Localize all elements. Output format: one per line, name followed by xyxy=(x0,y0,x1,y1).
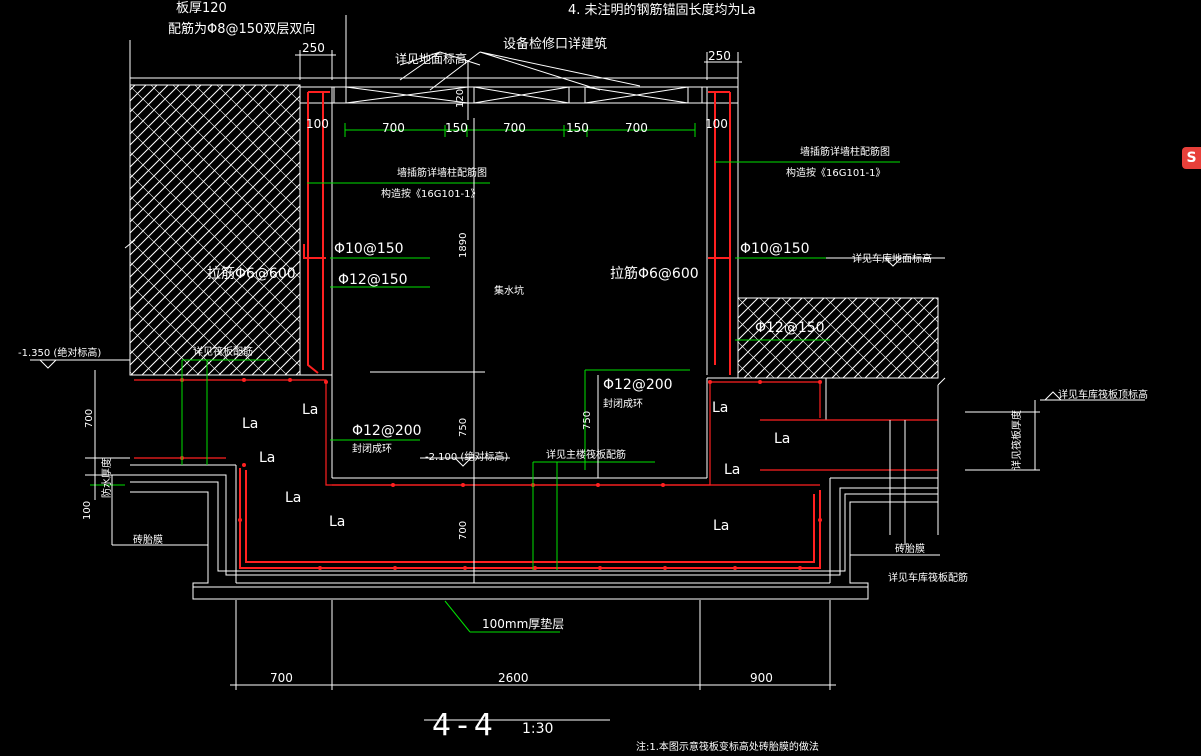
la-5: La xyxy=(329,514,345,530)
walls xyxy=(130,78,938,379)
la-7: La xyxy=(774,431,790,447)
see-main-raft: 详见主楼筏板配筋 xyxy=(546,448,626,461)
closed-hoop-left: 封闭成环 xyxy=(352,442,392,455)
bar-12-right: Φ12@150 xyxy=(755,320,825,336)
detail-16g-right: 构造按《16G101-1》 xyxy=(786,166,886,179)
dim-250-right: 250 xyxy=(708,49,731,63)
see-garage-raft-top: 详见车库筏板顶标高 xyxy=(1058,388,1148,401)
bar-12-200-right: Φ12@200 xyxy=(603,377,673,393)
slab-thk-rotated: 详见筏板厚度 xyxy=(1010,410,1023,470)
top-slab xyxy=(130,77,738,104)
bottom-note: 注:1.本图示意筏板变标高处砖胎膜的做法 xyxy=(636,740,819,753)
la-9: La xyxy=(713,518,729,534)
access-hatch-label: 设备检修口详建筑 xyxy=(503,36,607,52)
dim-250-left: 250 xyxy=(302,41,325,55)
slab-thick-label: 板厚120 xyxy=(176,1,227,16)
la-2: La xyxy=(259,450,275,466)
bar-10-right: Φ10@150 xyxy=(740,241,810,257)
la-8: La xyxy=(724,462,740,478)
dimension-lines xyxy=(30,15,1145,721)
soil-left xyxy=(129,84,301,376)
dim-700-vert2: 700 xyxy=(458,521,469,540)
see-garage-raft-rebar: 详见车库筏板配筋 xyxy=(888,571,968,584)
section-scale: 1:30 xyxy=(522,721,553,737)
dim-700-left-vert: 700 xyxy=(84,409,95,428)
closed-hoop-right: 封闭成环 xyxy=(603,397,643,410)
dim-150-b: 150 xyxy=(566,121,589,135)
dim-100-left: 100 xyxy=(306,117,329,131)
dim-750-a: 750 xyxy=(458,418,469,437)
leader-lines xyxy=(90,123,900,633)
sump-label: 集水坑 xyxy=(494,284,524,297)
dim-750-b: 750 xyxy=(582,411,593,430)
side-badge[interactable]: S xyxy=(1182,147,1201,169)
dim-120: 120 xyxy=(455,89,466,108)
rebar xyxy=(134,91,938,569)
dim-bottom-700: 700 xyxy=(270,671,293,685)
bar-12-200-left: Φ12@200 xyxy=(352,423,422,439)
dim-700-c: 700 xyxy=(625,121,648,135)
dim-100-right: 100 xyxy=(705,117,728,131)
brick-form-right: 砖胎膜 xyxy=(895,542,925,555)
soil-right xyxy=(737,297,939,379)
bar-12-left: Φ12@150 xyxy=(338,272,408,288)
dim-700-a: 700 xyxy=(382,121,405,135)
dim-150-a: 150 xyxy=(445,121,468,135)
dim-700-b: 700 xyxy=(503,121,526,135)
la-4: La xyxy=(302,402,318,418)
dim-100-vert: 100 xyxy=(82,501,93,520)
detail-16g-left: 构造按《16G101-1》 xyxy=(381,187,481,200)
rebar-dots xyxy=(180,378,822,570)
brick-form-left: 砖胎膜 xyxy=(133,533,163,546)
bar-10-left: Φ10@150 xyxy=(334,241,404,257)
top-note: 4. 未注明的钢筋锚固长度均为La xyxy=(568,2,756,18)
section-title: 4-4 xyxy=(432,708,499,743)
dim-1890: 1890 xyxy=(458,233,469,258)
dim-bottom-900: 900 xyxy=(750,671,773,685)
wall-dowel-right: 墙插筋详墙柱配筋图 xyxy=(800,145,890,158)
slab-rebar-label: 配筋为Φ8@150双层双向 xyxy=(168,21,315,37)
cushion-label: 100mm厚垫层 xyxy=(482,616,564,631)
elev-2100: -2.100 (绝对标高) xyxy=(425,450,508,463)
dim-bottom-2600: 2600 xyxy=(498,671,529,685)
see-floor-elev: 详见地面标高 xyxy=(395,51,467,66)
la-6: La xyxy=(712,400,728,416)
waterproof-thk: 防水厚度 xyxy=(100,458,113,498)
tie-right-label: 拉筋Φ6@600 xyxy=(610,265,699,282)
elev-1350: -1.350 (绝对标高) xyxy=(18,346,101,359)
la-1: La xyxy=(242,416,258,432)
wall-dowel-left: 墙插筋详墙柱配筋图 xyxy=(397,166,487,179)
see-raft-rebar: 详见筏板配筋 xyxy=(193,345,253,358)
la-3: La xyxy=(285,490,301,506)
tie-left-label: 拉筋Φ6@600 xyxy=(207,265,296,282)
raft-outline xyxy=(130,375,938,600)
see-garage-floor: 详见车库地面标高 xyxy=(852,252,932,265)
